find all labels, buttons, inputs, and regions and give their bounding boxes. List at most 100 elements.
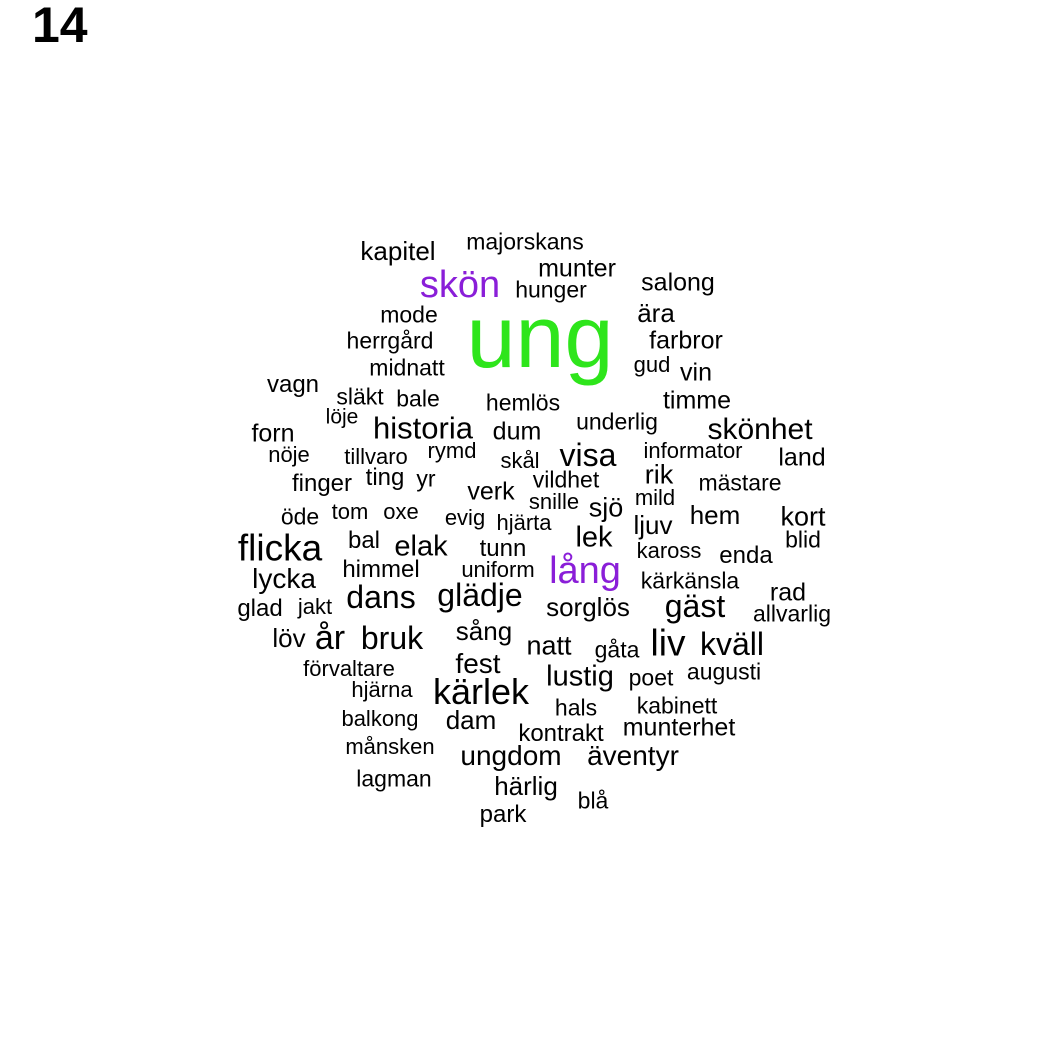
cloud-word: park	[479, 801, 527, 828]
cloud-word: midnatt	[369, 354, 445, 381]
cloud-word: glad	[237, 595, 283, 622]
cloud-word: visa	[559, 437, 617, 473]
cloud-word: fest	[455, 648, 501, 679]
cloud-word: dans	[346, 579, 416, 615]
cloud-word: kabinett	[636, 692, 718, 719]
cloud-word: poet	[628, 664, 674, 691]
cloud-word: bale	[396, 385, 440, 412]
cloud-word: ungdom	[460, 740, 562, 771]
cloud-word: sjö	[588, 492, 624, 523]
cloud-word: kort	[780, 501, 826, 532]
cloud-word: finger	[291, 470, 353, 497]
cloud-word: majorskans	[466, 228, 584, 255]
cloud-word: hjärta	[496, 510, 552, 535]
cloud-word: evig	[444, 505, 486, 530]
cloud-word: löv	[272, 623, 306, 653]
cloud-word: ung	[466, 287, 614, 386]
cloud-word: rymd	[427, 438, 477, 463]
cloud-word: historia	[373, 410, 473, 446]
cloud-word: bal	[347, 527, 381, 554]
cloud-word: ljuv	[633, 510, 673, 540]
cloud-word: munter	[538, 254, 616, 283]
cloud-word: blå	[577, 787, 609, 814]
cloud-word: herrgård	[346, 327, 434, 354]
cloud-word: balkong	[341, 706, 419, 731]
cloud-word: släkt	[336, 383, 384, 410]
cloud-word: lek	[575, 521, 613, 554]
cloud-word: farbror	[649, 326, 723, 355]
cloud-word: hemlös	[485, 389, 561, 416]
cloud-word: kapitel	[360, 236, 436, 266]
cloud-word: elak	[394, 530, 448, 563]
cloud-word: kväll	[699, 626, 765, 662]
cloud-word: natt	[526, 630, 572, 661]
cloud-word: tom	[331, 499, 369, 524]
cloud-word: skönhet	[707, 413, 813, 446]
cloud-word: snille	[528, 489, 580, 514]
cloud-word: öde	[280, 503, 320, 530]
cloud-word: mode	[380, 301, 438, 328]
cloud-word: härlig	[494, 771, 558, 801]
cloud-word: vin	[680, 358, 712, 387]
cloud-word: blid	[785, 526, 821, 553]
cloud-word: munterhet	[622, 713, 736, 742]
cloud-word: kontrakt	[518, 720, 604, 747]
cloud-word: land	[778, 443, 826, 472]
cloud-word: underlig	[576, 408, 658, 435]
cloud-word: lagman	[356, 765, 432, 792]
cloud-word: hals	[554, 694, 598, 721]
panel-label: 14	[32, 0, 88, 53]
cloud-word: kärkänsla	[640, 567, 740, 594]
cloud-word: jakt	[297, 594, 333, 619]
cloud-word: äventyr	[587, 740, 679, 771]
cloud-word: salong	[641, 268, 715, 297]
cloud-word: tillvaro	[344, 444, 408, 469]
cloud-word: löje	[325, 405, 359, 429]
cloud-word: år	[314, 619, 346, 657]
cloud-word: nöje	[268, 442, 310, 467]
cloud-word: lång	[549, 550, 621, 592]
cloud-word: forn	[251, 419, 295, 448]
cloud-word: mild	[634, 485, 676, 510]
cloud-word: ära	[637, 298, 675, 328]
cloud-word: kaross	[636, 538, 702, 563]
cloud-word: himmel	[342, 556, 420, 583]
cloud-word: verk	[467, 477, 515, 506]
cloud-word: hem	[689, 500, 741, 530]
cloud-word: lycka	[252, 563, 316, 594]
cloud-word: flicka	[237, 527, 323, 569]
cloud-word: enda	[719, 542, 773, 569]
cloud-word: hjärna	[351, 677, 413, 702]
cloud-word: rik	[644, 459, 674, 490]
cloud-word: sorglös	[546, 592, 630, 622]
cloud-word: hunger	[515, 276, 587, 303]
cloud-word: kärlek	[432, 671, 530, 712]
cloud-word: mästare	[698, 469, 782, 496]
cloud-word: vildhet	[532, 466, 600, 493]
cloud-word: augusti	[686, 658, 762, 685]
cloud-word: vagn	[266, 371, 320, 398]
cloud-word: dum	[492, 417, 542, 446]
cloud-word: tunn	[479, 535, 527, 562]
cloud-word: glädje	[437, 577, 523, 613]
cloud-word: förvaltare	[303, 656, 395, 681]
cloud-word: uniform	[461, 557, 535, 582]
cloud-word: yr	[416, 465, 436, 492]
cloud-word: gud	[633, 352, 671, 377]
cloud-word: rad	[769, 578, 807, 607]
cloud-word: lustig	[546, 660, 614, 693]
cloud-word: liv	[650, 622, 686, 664]
cloud-word: dam	[445, 705, 497, 735]
cloud-word: sång	[455, 616, 513, 646]
cloud-word: månsken	[345, 734, 435, 759]
cloud-word: gäst	[664, 588, 726, 624]
cloud-word: timme	[662, 386, 732, 415]
cloud-word: ting	[365, 464, 405, 491]
cloud-word: oxe	[383, 499, 419, 524]
cloud-word: skål	[500, 448, 540, 473]
cloud-word: allvarlig	[753, 600, 831, 627]
cloud-word: informator	[643, 438, 743, 463]
cloud-word: gåta	[594, 636, 640, 663]
cloud-word: bruk	[360, 620, 424, 656]
